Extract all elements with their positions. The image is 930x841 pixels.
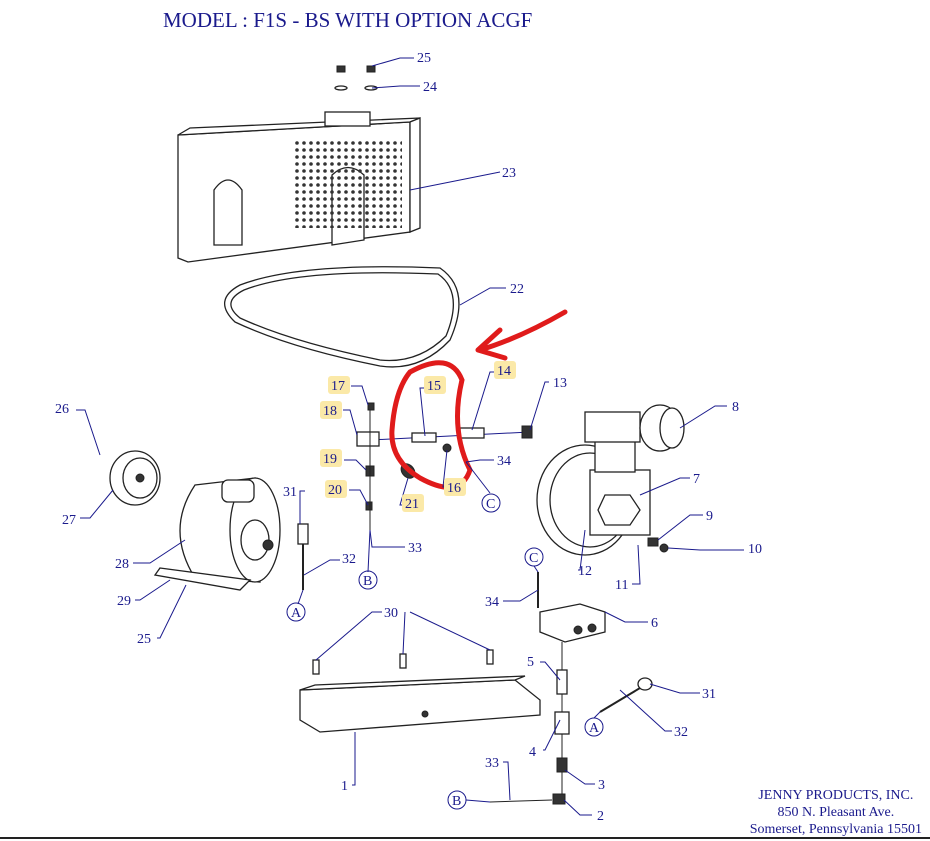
ref-a: A — [291, 606, 302, 621]
pressure-switch — [489, 572, 653, 805]
compressor-pump — [536, 404, 685, 556]
electric-motor — [153, 477, 281, 591]
ref-b: B — [363, 574, 372, 589]
label-24: 24 — [423, 80, 437, 95]
label-34: 34 — [497, 454, 511, 469]
diagram-title: MODEL : F1S - BS WITH OPTION ACGF — [163, 8, 533, 32]
label-highlights — [320, 361, 516, 512]
label-31: 31 — [702, 687, 716, 702]
label-32: 32 — [342, 552, 356, 567]
label-11: 11 — [615, 578, 628, 593]
label-15: 15 — [427, 379, 441, 394]
ref-c: C — [486, 497, 495, 512]
label-23: 23 — [502, 166, 516, 181]
reference-circles — [286, 493, 604, 810]
fasteners-top — [334, 65, 378, 91]
label-28: 28 — [115, 557, 129, 572]
label-2: 2 — [597, 809, 604, 824]
label-18: 18 — [323, 404, 337, 419]
label-5: 5 — [527, 655, 534, 670]
ref-c: C — [529, 551, 538, 566]
label-12: 12 — [578, 564, 592, 579]
base-frame — [297, 523, 541, 733]
leader-lines — [76, 57, 744, 816]
label-22: 22 — [510, 282, 524, 297]
label-20: 20 — [328, 483, 342, 498]
label-19: 19 — [323, 452, 337, 467]
label-34: 34 — [485, 595, 499, 610]
red-arrow-annotation — [475, 309, 568, 361]
label-9: 9 — [706, 509, 713, 524]
label-21: 21 — [405, 497, 419, 512]
ref-b: B — [452, 794, 461, 809]
label-10: 10 — [748, 542, 762, 557]
label-25: 25 — [137, 632, 151, 647]
label-1: 1 — [341, 779, 348, 794]
label-16: 16 — [447, 481, 461, 496]
label-26: 26 — [55, 402, 69, 417]
label-3: 3 — [598, 778, 605, 793]
label-8: 8 — [732, 400, 739, 415]
company-info: JENNY PRODUCTS, INC. 850 N. Pleasant Ave… — [750, 787, 922, 838]
label-27: 27 — [62, 513, 76, 528]
label-17: 17 — [331, 379, 345, 394]
label-4: 4 — [529, 745, 536, 760]
ref-a: A — [589, 721, 600, 736]
label-6: 6 — [651, 616, 658, 631]
label-25: 25 — [417, 51, 431, 66]
label-33: 33 — [485, 756, 499, 771]
company-name: JENNY PRODUCTS, INC. — [758, 788, 914, 803]
label-32: 32 — [674, 725, 688, 740]
label-31: 31 — [283, 485, 297, 500]
label-29: 29 — [117, 594, 131, 609]
label-33: 33 — [408, 541, 422, 556]
label-7: 7 — [693, 472, 700, 487]
label-13: 13 — [553, 376, 567, 391]
company-address: 850 N. Pleasant Ave. — [777, 805, 895, 820]
unloader-fittings — [356, 402, 533, 530]
label-14: 14 — [497, 364, 511, 379]
company-city: Somerset, Pennsylvania 15501 — [749, 822, 922, 837]
pulley — [109, 450, 161, 506]
part-labels: 25 24 23 22 14 15 13 8 17 18 26 34 16 19… — [55, 51, 762, 824]
label-30: 30 — [384, 606, 398, 621]
belt-guard-cover — [177, 111, 421, 263]
